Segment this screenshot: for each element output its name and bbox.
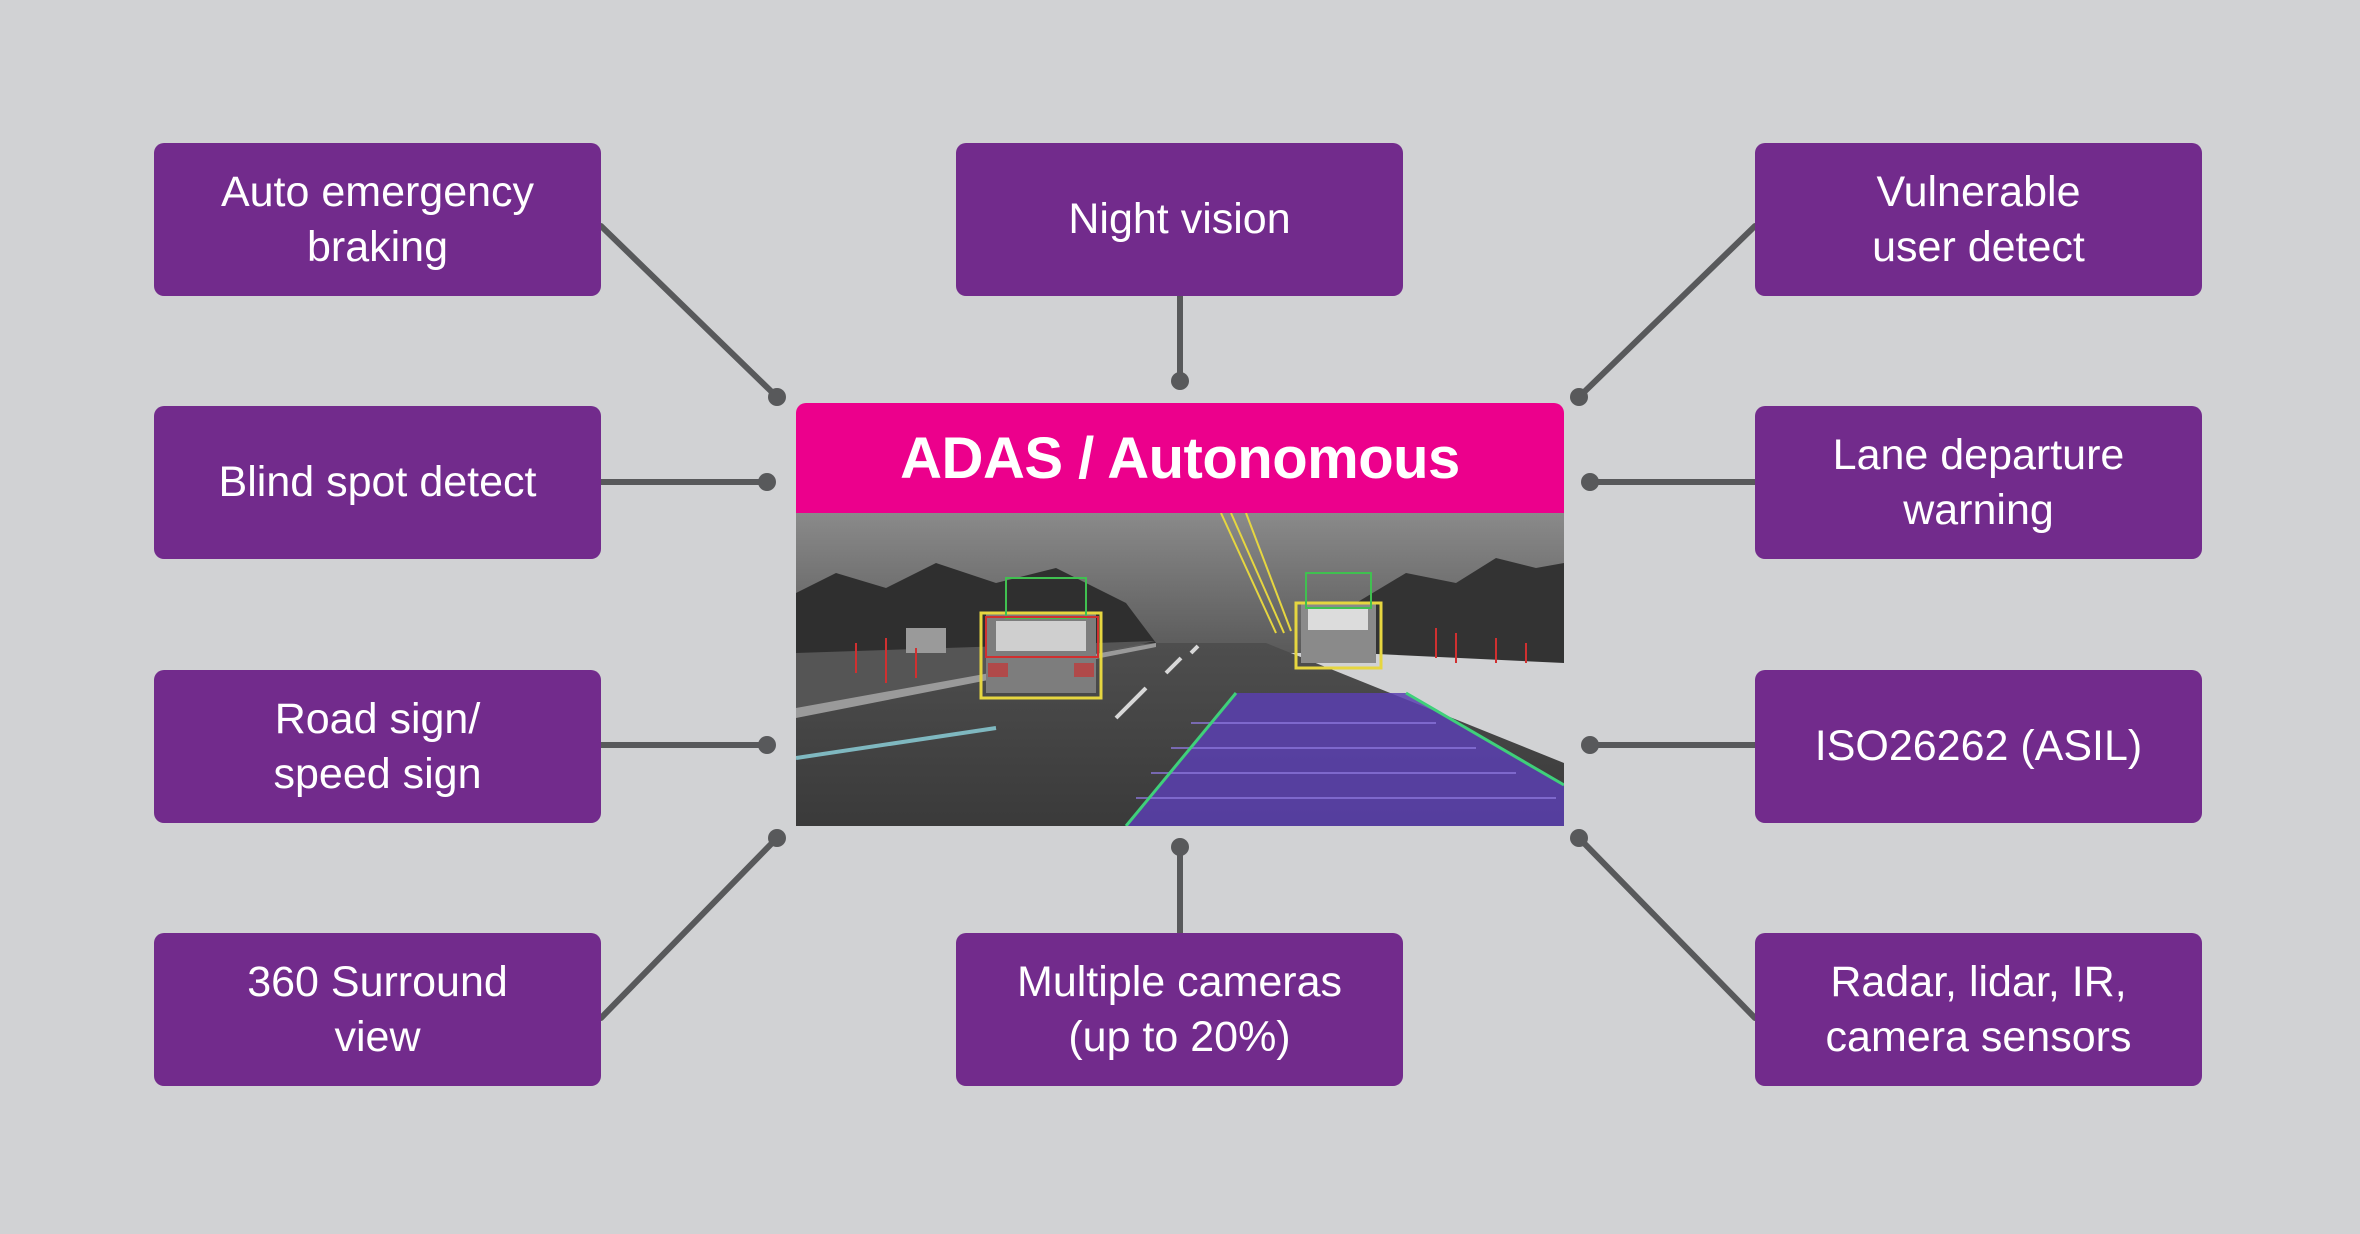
connector-dot	[1581, 473, 1599, 491]
connector-dot	[1581, 736, 1599, 754]
feature-label: Auto emergency braking	[220, 167, 535, 271]
feature-label: Radar, lidar, IR, camera sensors	[1825, 957, 2132, 1061]
feature-label: Multiple cameras (up to 20%)	[1017, 957, 1342, 1061]
feature-box-road-sign: Road sign/ speed sign	[154, 670, 601, 823]
adas-center-panel: ADAS / Autonomous	[796, 403, 1564, 826]
connector-dot	[1570, 388, 1588, 406]
feature-label: Blind spot detect	[218, 458, 537, 506]
feature-box-vulnerable-user-detect: Vulnerable user detect	[1755, 143, 2202, 296]
feature-box-iso26262: ISO26262 (ASIL)	[1755, 670, 2202, 823]
feature-label: Vulnerable user detect	[1872, 167, 2085, 271]
feature-label: ISO26262 (ASIL)	[1814, 722, 2143, 770]
feature-box-radar-lidar-sensors: Radar, lidar, IR, camera sensors	[1755, 933, 2202, 1086]
camera-view-image	[796, 513, 1564, 826]
connector-dot	[768, 388, 786, 406]
connector-radar	[1576, 835, 1758, 1021]
connector-dot	[758, 736, 776, 754]
feature-label: Night vision	[1068, 195, 1291, 243]
detected-car-left	[979, 577, 1103, 700]
connector-dot	[768, 829, 786, 847]
feature-box-lane-departure-warning: Lane departure warning	[1755, 406, 2202, 559]
connector-dot	[758, 473, 776, 491]
center-title: ADAS / Autonomous	[796, 403, 1564, 513]
connector-vulnerable	[1576, 223, 1758, 400]
feature-box-auto-emergency-braking: Auto emergency braking	[154, 143, 601, 296]
feature-box-multiple-cameras: Multiple cameras (up to 20%)	[956, 933, 1403, 1086]
connector-auto-emergency	[598, 223, 780, 400]
feature-box-360-surround-view: 360 Surround view	[154, 933, 601, 1086]
feature-box-blind-spot-detect: Blind spot detect	[154, 406, 601, 559]
connector-dot	[1171, 372, 1189, 390]
feature-label: Lane departure warning	[1832, 430, 2125, 534]
connector-surround	[598, 835, 780, 1021]
connector-dot	[1171, 838, 1189, 856]
connector-dot	[1570, 829, 1588, 847]
detected-car-right	[1294, 572, 1383, 670]
feature-label: Road sign/ speed sign	[273, 694, 482, 798]
feature-box-night-vision: Night vision	[956, 143, 1403, 296]
feature-label: 360 Surround view	[247, 957, 508, 1061]
